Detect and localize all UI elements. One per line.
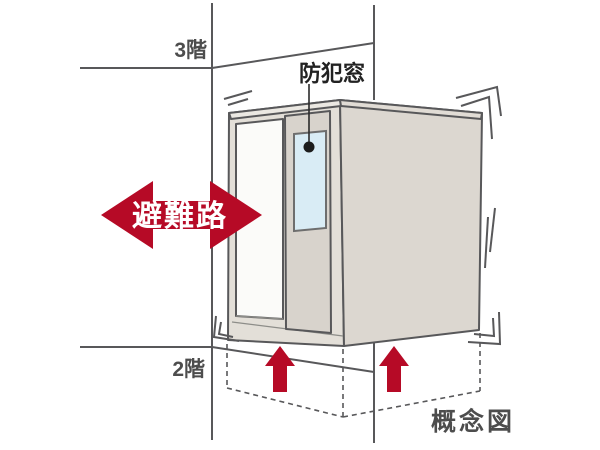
floor3-line-side bbox=[211, 42, 375, 69]
box-top-face-right bbox=[339, 99, 483, 120]
quake-mark-top-left-1 bbox=[223, 90, 253, 100]
quake-mark-bottom-left-outer bbox=[212, 315, 240, 342]
diagram-caption: 概念図 bbox=[431, 407, 515, 436]
quake-mark-bottom-right-inner bbox=[473, 317, 496, 338]
floor2-line-side bbox=[211, 346, 375, 373]
security-window-label: 防犯窓 bbox=[299, 61, 365, 86]
floor2-label: 2階 bbox=[172, 358, 205, 381]
security-window-glass bbox=[293, 129, 327, 233]
quake-mark-right-2 bbox=[484, 216, 489, 269]
up-arrow-icon-left bbox=[265, 346, 295, 392]
evacuation-route-arrow: 避難路 bbox=[101, 181, 262, 249]
leader-dot-icon bbox=[303, 141, 315, 153]
quake-mark-right-1 bbox=[489, 207, 496, 253]
shelter-box bbox=[227, 99, 483, 347]
evacuation-route-label: 避難路 bbox=[132, 200, 228, 233]
floor3-label: 3階 bbox=[174, 39, 207, 62]
quake-marks bbox=[212, 85, 502, 346]
dashed-bottom-left bbox=[226, 387, 344, 418]
door-sill-line bbox=[235, 315, 284, 320]
quake-mark-top-right-inner bbox=[460, 95, 493, 140]
double-arrow-icon bbox=[101, 181, 262, 249]
up-arrow-icon-right bbox=[379, 346, 409, 392]
quake-mark-bottom-left-inner bbox=[217, 321, 234, 338]
quake-mark-top-left-2 bbox=[227, 98, 249, 106]
quake-mark-bottom-right-outer bbox=[467, 311, 502, 346]
security-window-callout: 防犯窓 bbox=[299, 61, 365, 153]
lift-arrows bbox=[265, 346, 409, 392]
quake-mark-top-right-outer bbox=[455, 85, 502, 117]
box-right-face bbox=[339, 99, 483, 347]
